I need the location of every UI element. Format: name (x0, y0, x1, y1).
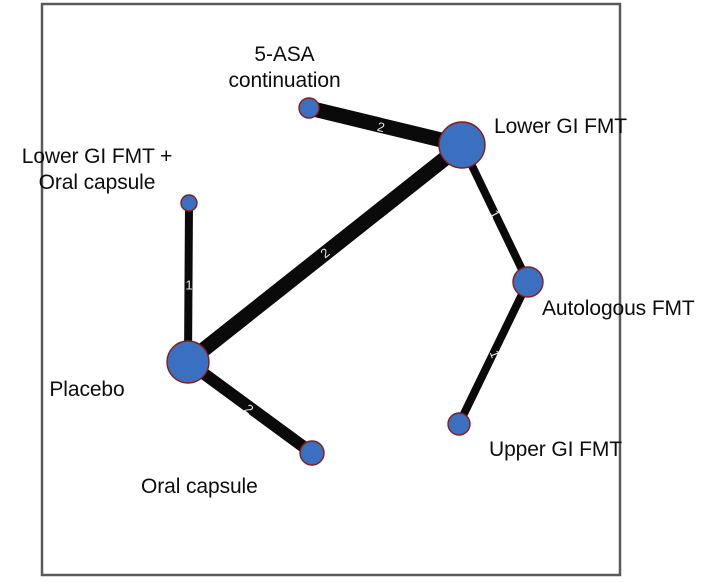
label-placebo-line-1: Placebo (49, 378, 125, 401)
label-uppergi-line-1: Upper GI FMT (489, 438, 622, 461)
network-node-5asa[interactable] (298, 97, 320, 119)
label-oralcap: Oral capsule (141, 474, 281, 500)
label-autologous-line-1: Autologous FMT (542, 297, 695, 320)
network-edge-placebo-lowercap (184, 202, 193, 363)
figure-frame (40, 2, 622, 577)
network-node-placebo[interactable] (166, 340, 210, 384)
label-autologous: Autologous FMT (542, 296, 720, 322)
label-lowercap: Lower GI FMT +Oral capsule (2, 144, 192, 195)
nodes-layer (166, 97, 544, 466)
label-lowergi: Lower GI FMT (494, 114, 639, 140)
label-oralcap-line-1: Oral capsule (141, 475, 258, 498)
network-node-lowergi[interactable] (438, 121, 486, 169)
network-edge-placebo-oralcap (184, 357, 316, 458)
network-edge-lowergi-autologous (458, 143, 532, 284)
network-edge-5asa-lowergi (307, 100, 464, 153)
label-lowergi-line-1: Lower GI FMT (494, 115, 627, 138)
network-node-oralcap[interactable] (299, 440, 325, 466)
label-5asa-line-1: 5-ASA (254, 43, 315, 66)
label-lowercap-line-1: Lower GI FMT + (21, 145, 173, 168)
edge-weight-label-placebo-lowercap: 1 (185, 278, 192, 293)
frame-border (40, 2, 622, 577)
network-node-lowercap[interactable] (180, 194, 198, 212)
network-edge-autologous-uppergi (455, 280, 532, 426)
edge-weight-label-5asa-lowergi: 2 (376, 119, 387, 135)
label-5asa-line-2: continuation (228, 68, 341, 92)
network-node-autologous[interactable] (512, 266, 544, 298)
label-lowercap-line-2: Oral capsule (38, 170, 156, 194)
edges-layer (183, 100, 532, 458)
label-uppergi: Upper GI FMT (489, 437, 649, 463)
network-node-uppergi[interactable] (447, 412, 471, 436)
network-edge-placebo-lowergi (183, 139, 467, 368)
label-placebo: Placebo (42, 377, 132, 403)
